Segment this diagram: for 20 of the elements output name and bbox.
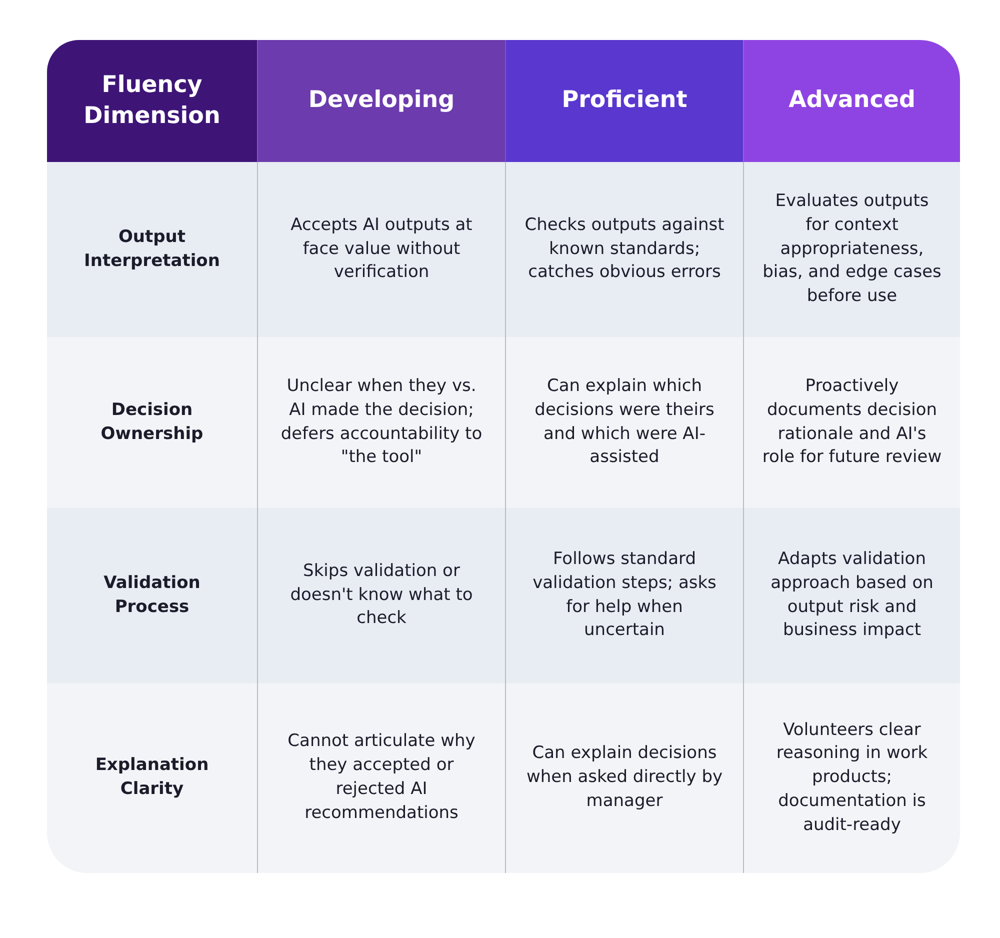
row-header-cell: Decision Ownership [47, 337, 257, 508]
table-cell: Evaluates outputs for context appropriateness, bias, and edge cases before use [743, 162, 960, 337]
table-cell: Adapts validation approach based on output risk and business impact [743, 508, 960, 683]
row-header-cell: Explanation Clarity [47, 683, 257, 873]
table-cell: Unclear when they vs. AI made the decision; defers accountability to "the tool" [257, 337, 505, 508]
header-cell: Advanced [743, 40, 960, 162]
header-cell: Proficient [505, 40, 743, 162]
table-cell: Checks outputs against known standards; catches obvious errors [505, 162, 743, 337]
table-cell: Follows standard validation steps; asks for help when uncertain [505, 508, 743, 683]
table-cell: Cannot articulate why they accepted or rejected AI recommendations [257, 683, 505, 873]
table-cell: Skips validation or doesn't know what to check [257, 508, 505, 683]
table-cell: Accepts AI outputs at face value without verification [257, 162, 505, 337]
table-cell: Can explain decisions when asked directly by manager [505, 683, 743, 873]
row-header-cell: Output Interpretation [47, 162, 257, 337]
table-cell: Proactively documents decision rationale and AI's role for future review [743, 337, 960, 508]
row-header-cell: Validation Process [47, 508, 257, 683]
table-cell: Can explain which decisions were theirs and which were AI-assisted [505, 337, 743, 508]
table-cell: Volunteers clear reasoning in work products; documentation is audit-ready [743, 683, 960, 873]
header-cell: Fluency Dimension [47, 40, 257, 162]
header-cell: Developing [257, 40, 505, 162]
